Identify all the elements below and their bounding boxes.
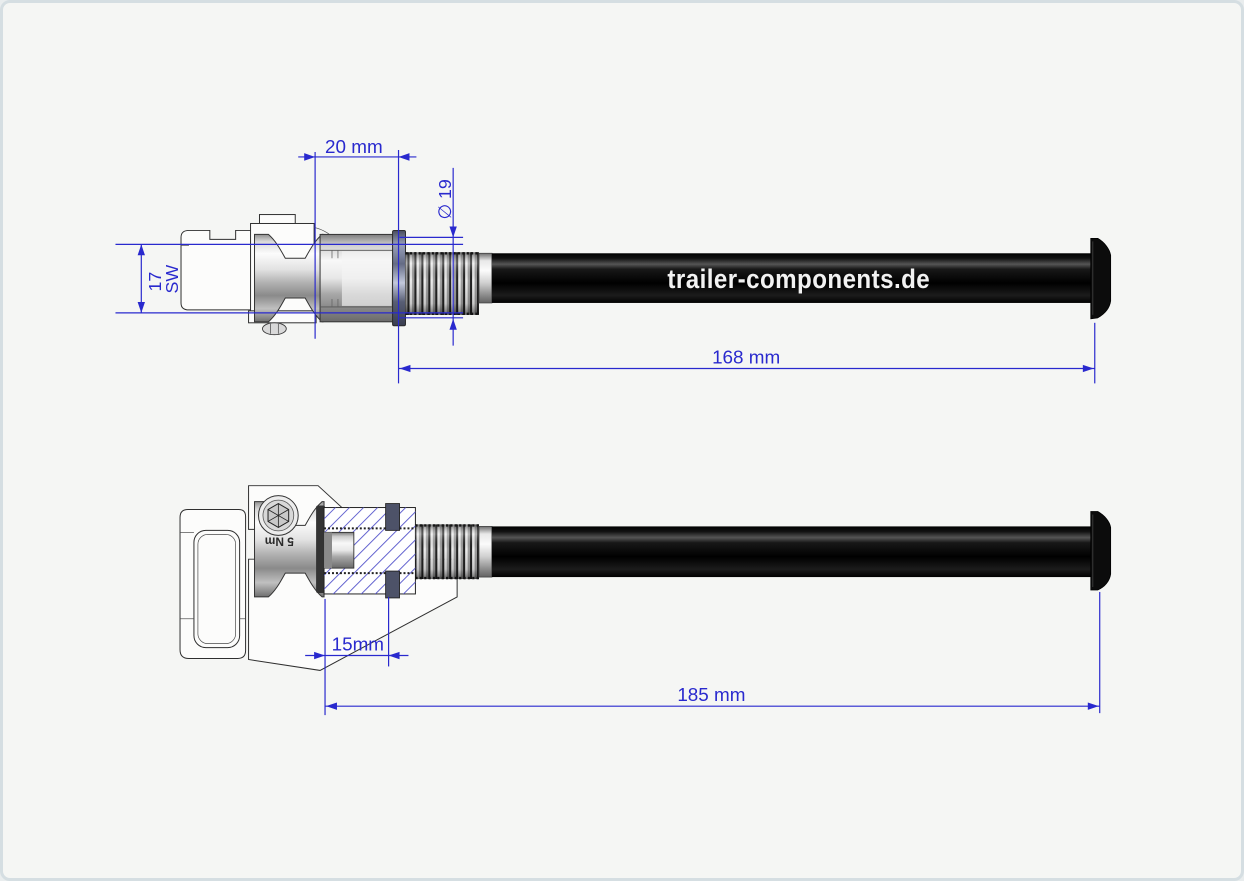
threaded-rod-section bbox=[415, 524, 479, 580]
dimension-17sw-label: 17 SW bbox=[145, 265, 182, 294]
sectioned-nut bbox=[323, 507, 416, 595]
flange-head-section bbox=[1090, 511, 1112, 591]
axle-shaft: trailer-components.de bbox=[491, 253, 1093, 303]
retaining-clip-top bbox=[385, 503, 400, 531]
dimension-20mm: 20 mm bbox=[298, 136, 417, 384]
dimension-15mm: 15mm bbox=[305, 596, 409, 716]
retaining-clip-bottom bbox=[385, 570, 400, 599]
collar-section bbox=[478, 526, 493, 578]
dimension-185mm-label: 185 mm bbox=[677, 684, 745, 705]
axle-shaft-section bbox=[491, 526, 1093, 578]
dimension-diameter-19: ∅ 19 bbox=[399, 167, 464, 346]
dimension-168mm: 168 mm bbox=[398, 322, 1096, 384]
top-view: trailer-components.de 20 mm 17 SW bbox=[115, 136, 1112, 384]
collar bbox=[478, 252, 493, 304]
torque-label: 5 Nm bbox=[265, 534, 294, 548]
shaft-brand-label: trailer-components.de bbox=[667, 265, 930, 294]
technical-drawing: trailer-components.de 20 mm 17 SW bbox=[115, 136, 1112, 716]
dimension-17sw: 17 SW bbox=[115, 243, 464, 314]
lever-handle bbox=[180, 229, 254, 311]
socket-bolt-head bbox=[257, 495, 299, 536]
base-screw bbox=[262, 322, 287, 336]
dimension-20mm-label: 20 mm bbox=[325, 136, 383, 157]
threaded-rod bbox=[405, 252, 479, 316]
dimension-185mm: 185 mm bbox=[325, 591, 1101, 714]
lever-handle-section bbox=[179, 509, 247, 660]
flange-head bbox=[1090, 237, 1112, 320]
bottom-view: 5 Nm bbox=[179, 485, 1112, 716]
dimension-diameter-19-label: ∅ 19 bbox=[435, 179, 455, 219]
bracket-base bbox=[248, 310, 317, 324]
dimension-15mm-label: 15mm bbox=[332, 634, 384, 655]
hex-nut bbox=[319, 233, 395, 323]
dimension-168mm-label: 168 mm bbox=[712, 347, 780, 368]
